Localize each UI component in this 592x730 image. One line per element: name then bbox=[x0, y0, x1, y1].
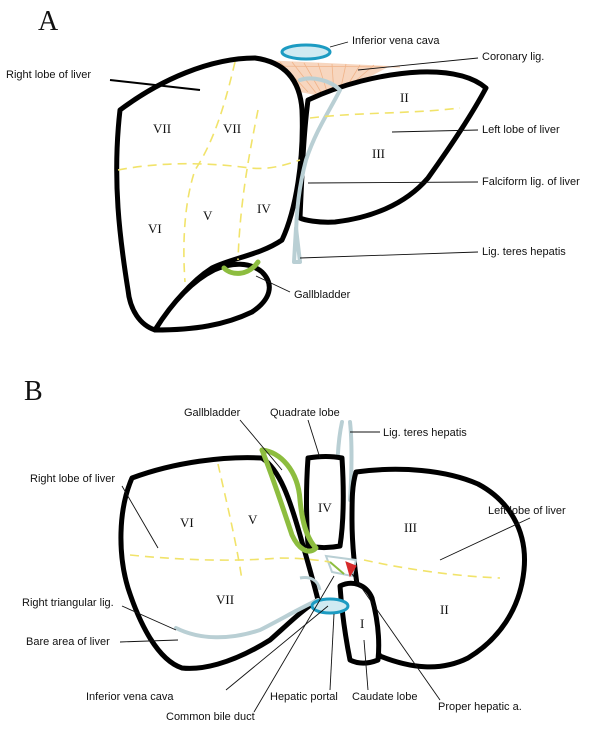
label-gallbladder-b: Gallbladder bbox=[184, 407, 241, 419]
segment-v-a: V bbox=[203, 208, 213, 223]
diagram-a: A bbox=[6, 6, 580, 333]
gallbladder-a bbox=[221, 259, 261, 276]
label-lig-teres-a: Lig. teres hepatis bbox=[482, 246, 566, 258]
panel-label-b: B bbox=[24, 376, 43, 407]
label-coronary-lig-a: Coronary lig. bbox=[482, 51, 544, 63]
segment-ii-b: II bbox=[440, 602, 449, 617]
falciform-ligament-a bbox=[294, 76, 342, 242]
segment-i-b: I bbox=[360, 616, 364, 631]
panel-label-a: A bbox=[38, 6, 59, 37]
left-lobe-a bbox=[297, 69, 489, 225]
label-lig-teres-b: Lig. teres hepatis bbox=[383, 427, 467, 439]
segment-dividers-b bbox=[129, 463, 501, 581]
segment-ii-a: II bbox=[400, 90, 409, 105]
segment-vii-b: VII bbox=[216, 592, 234, 607]
right-lobe-tip-a bbox=[152, 261, 272, 333]
inferior-vena-cava-a bbox=[280, 43, 332, 61]
segment-vi-a: VI bbox=[148, 221, 162, 236]
bare-area-b bbox=[174, 598, 320, 640]
caudate-lobe-b bbox=[337, 580, 382, 666]
label-falciform-lig-a: Falciform lig. of liver bbox=[482, 176, 580, 188]
label-gallbladder-a: Gallbladder bbox=[294, 289, 351, 301]
label-inferior-vena-cava-a: Inferior vena cava bbox=[352, 35, 440, 47]
label-caudate-lobe-b: Caudate lobe bbox=[352, 691, 417, 703]
left-lobe-b bbox=[349, 466, 528, 670]
lig-teres-a bbox=[292, 226, 302, 264]
right-lobe-b bbox=[118, 455, 321, 671]
label-left-lobe-b: Left lobe of liver bbox=[488, 505, 566, 517]
segment-vii-a-right: VII bbox=[223, 121, 241, 136]
inferior-vena-cava-b bbox=[310, 597, 350, 615]
segment-iii-b: III bbox=[404, 520, 417, 535]
segment-iv-a: IV bbox=[257, 201, 271, 216]
label-common-bile-duct-b: Common bile duct bbox=[166, 711, 255, 723]
label-right-lobe-a: Right lobe of liver bbox=[6, 69, 91, 81]
segment-iv-b: IV bbox=[318, 500, 332, 515]
label-proper-hepatic-a-b: Proper hepatic a. bbox=[438, 701, 522, 713]
segment-iii-a: III bbox=[372, 146, 385, 161]
segment-vii-a-left: VII bbox=[153, 121, 171, 136]
segment-dividers-a bbox=[117, 61, 461, 283]
right-lobe-a bbox=[114, 55, 305, 333]
diagram-b: B I II III bbox=[22, 376, 566, 723]
label-hepatic-portal-b: Hepatic portal bbox=[270, 691, 338, 703]
label-inferior-vena-cava-b: Inferior vena cava bbox=[86, 691, 174, 703]
label-right-triangular-lig-b: Right triangular lig. bbox=[22, 597, 114, 609]
label-left-lobe-a: Left lobe of liver bbox=[482, 124, 560, 136]
hepatic-portal-b bbox=[299, 554, 358, 591]
label-bare-area-b: Bare area of liver bbox=[26, 636, 110, 648]
segment-v-b: V bbox=[248, 512, 258, 527]
quadrate-lobe-b bbox=[304, 454, 346, 550]
leader-lines-b bbox=[119, 419, 531, 713]
segment-vi-b: VI bbox=[180, 515, 194, 530]
gallbladder-b bbox=[259, 447, 319, 554]
label-quadrate-lobe-b: Quadrate lobe bbox=[270, 407, 340, 419]
leader-lines-a bbox=[109, 41, 479, 293]
label-right-lobe-b: Right lobe of liver bbox=[30, 473, 115, 485]
